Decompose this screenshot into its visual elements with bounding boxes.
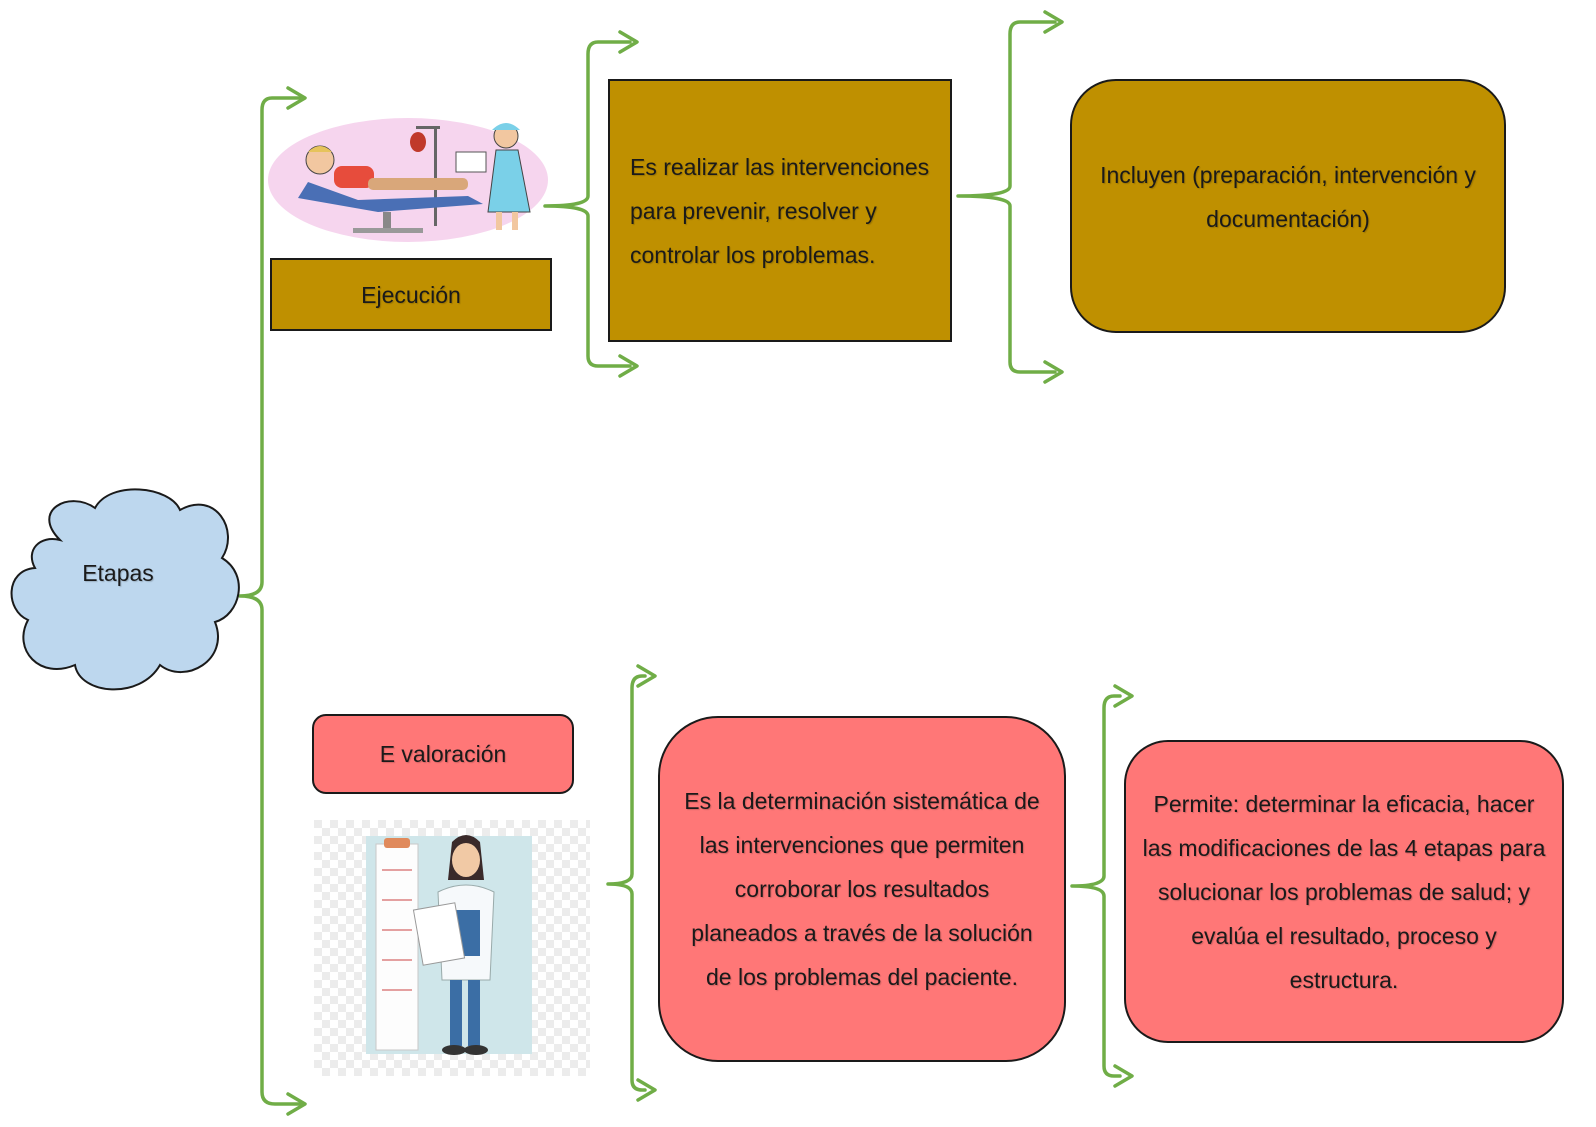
arrowhead	[1043, 10, 1064, 34]
arrowhead	[636, 1078, 657, 1102]
ejecucion-includes-box: Incluyen (preparación, intervención y do…	[1070, 79, 1506, 333]
evaluacion-description-box: Es la determinación sistemática de las i…	[658, 716, 1066, 1062]
arrowhead	[286, 86, 307, 110]
evaluacion-desc-brace	[1070, 694, 1122, 1078]
ejecucion-description-text: Es realizar las intervenciones para prev…	[630, 153, 930, 268]
evaluacion-permits-text: Permite: determinar la eficacia, hacer l…	[1142, 790, 1546, 993]
ejecucion-label-text: Ejecución	[361, 281, 461, 308]
evaluacion-permits-box: Permite: determinar la eficacia, hacer l…	[1124, 740, 1564, 1043]
arrowhead	[1043, 360, 1064, 384]
etapas-label: Etapas	[82, 560, 154, 586]
arrowhead	[618, 354, 639, 378]
arrowhead	[1113, 684, 1134, 708]
ejecucion-description-box: Es realizar las intervenciones para prev…	[608, 79, 952, 342]
evaluacion-label: E valoración	[312, 714, 574, 794]
arrowhead	[618, 30, 639, 54]
arrowhead	[286, 1092, 307, 1116]
arrowhead	[636, 664, 657, 688]
nurse-with-patient-illustration	[268, 112, 554, 248]
main-brace	[238, 96, 302, 1106]
ejecucion-includes-text: Incluyen (preparación, intervención y do…	[1100, 162, 1476, 232]
evaluacion-description-text: Es la determinación sistemática de las i…	[684, 788, 1040, 990]
doctor-with-clipboard-illustration	[314, 820, 590, 1076]
ejecucion-desc-brace	[956, 20, 1057, 374]
ejecucion-brace	[543, 40, 632, 368]
ejecucion-label: Ejecución	[270, 258, 552, 331]
evaluacion-label-text: E valoración	[379, 741, 507, 767]
evaluacion-brace	[606, 674, 647, 1092]
etapas-cloud	[10, 488, 240, 691]
arrowhead	[1113, 1064, 1134, 1088]
